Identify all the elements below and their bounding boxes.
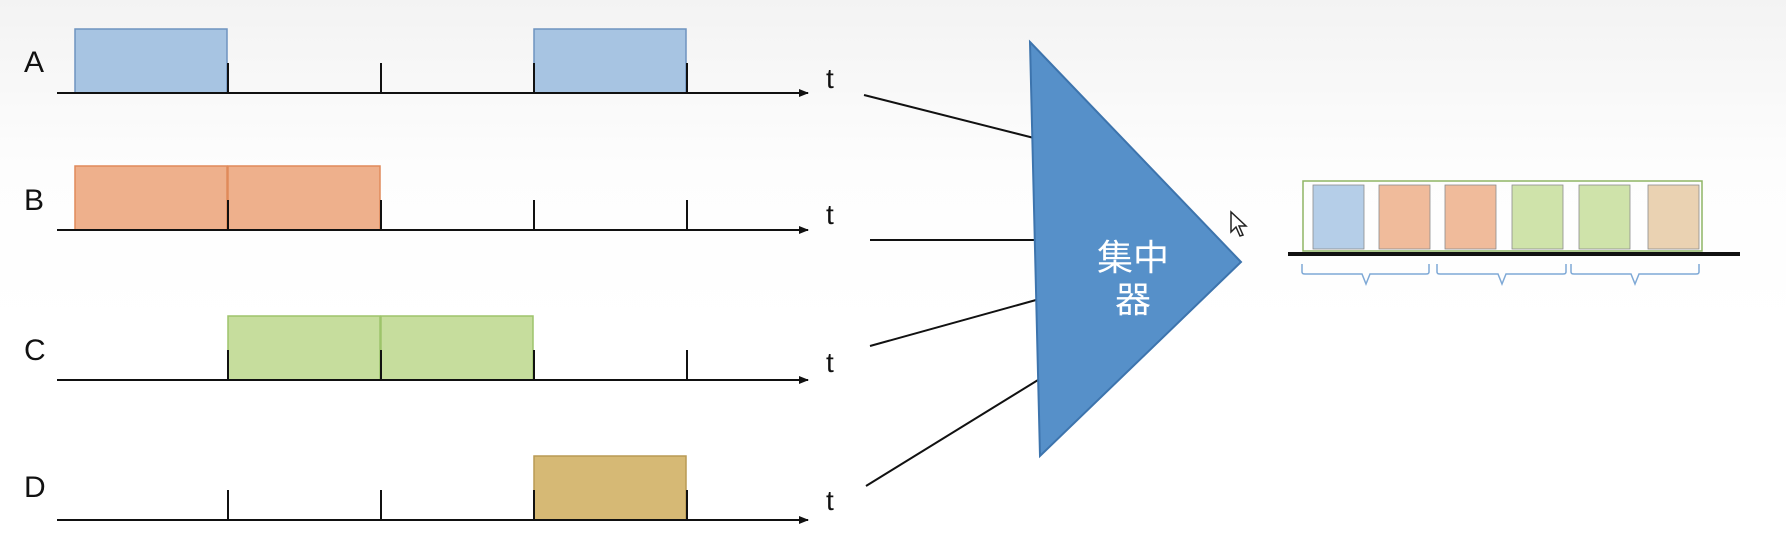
time-axis-label-a: t — [826, 63, 834, 94]
channel-b: B t — [24, 165, 834, 234]
frame-slot-1 — [1312, 184, 1365, 250]
time-slot-d-4 — [533, 455, 687, 521]
output-frame — [1288, 180, 1740, 287]
time-slot-b-1 — [74, 165, 228, 231]
input-line-a — [863, 94, 1035, 139]
concentrator: 集中 器 — [1028, 39, 1243, 459]
frame-slot-3 — [1444, 184, 1497, 250]
time-axis-label-b: t — [826, 199, 834, 230]
concentrator-label-line1: 集中 — [1097, 238, 1169, 279]
channel-label-a: A — [24, 46, 44, 79]
frame-brace-2 — [1436, 264, 1567, 287]
time-slot-c-2 — [227, 315, 381, 381]
frame-slot-2 — [1378, 184, 1431, 250]
mouse-pointer-icon — [1230, 210, 1248, 237]
concentrator-label-line2: 器 — [1115, 280, 1151, 321]
time-slot-a-1 — [74, 28, 228, 94]
time-slot-c-3 — [380, 315, 534, 381]
time-axis-label-d: t — [826, 485, 834, 516]
frame-slot-4 — [1511, 184, 1564, 250]
channel-d: D t — [24, 455, 834, 524]
frame-brace-1 — [1301, 264, 1430, 287]
frame-outline — [1302, 180, 1703, 252]
input-line-c — [869, 299, 1037, 347]
channel-label-b: B — [24, 184, 44, 217]
channel-c: C t — [24, 315, 834, 384]
channel-label-d: D — [24, 471, 46, 504]
frame-slot-6 — [1647, 184, 1700, 250]
concentrator-triangle — [1028, 39, 1243, 459]
time-slot-b-2 — [227, 165, 381, 231]
channel-a: A t — [24, 28, 834, 97]
frame-brace-3 — [1570, 264, 1700, 287]
frame-slot-5 — [1578, 184, 1631, 250]
frame-slots — [1312, 184, 1700, 250]
channel-label-c: C — [24, 334, 46, 367]
time-slot-a-4 — [533, 28, 687, 94]
input-line-d — [865, 379, 1039, 487]
time-axis-label-c: t — [826, 347, 834, 378]
input-lines — [863, 94, 1039, 487]
frame-braces — [1301, 264, 1700, 287]
